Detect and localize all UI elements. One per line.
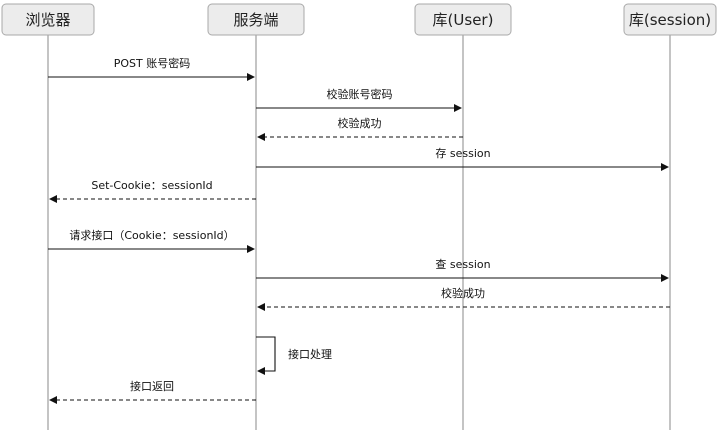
message-1: POST 账号密码 xyxy=(48,56,255,81)
arrowhead-icon xyxy=(257,133,265,141)
arrowhead-icon xyxy=(454,104,462,112)
participants: 浏览器 服务端 库(User) 库(session) xyxy=(1,3,717,36)
participant-box xyxy=(623,3,717,36)
message-label: 请求接口（Cookie：sessionId） xyxy=(69,229,234,242)
message-10: 接口返回 xyxy=(49,380,256,404)
message-label: 存 session xyxy=(435,146,490,160)
message-label: Set-Cookie：sessionId xyxy=(91,179,212,192)
lifelines xyxy=(47,35,671,430)
message-label: 校验成功 xyxy=(441,286,485,300)
message-label: 校验成功 xyxy=(338,116,382,130)
participant-browser: 浏览器 xyxy=(1,3,95,36)
participant-label: 库(User) xyxy=(433,11,494,29)
participant-label: 库(session) xyxy=(629,11,711,29)
participant-box xyxy=(414,3,512,36)
message-5: Set-Cookie：sessionId xyxy=(49,179,256,203)
arrowhead-icon xyxy=(661,163,669,171)
participant-label: 浏览器 xyxy=(25,11,70,29)
arrowhead-icon xyxy=(49,195,57,203)
participant-user_db: 库(User) xyxy=(414,3,512,36)
message-2: 校验账号密码 xyxy=(256,87,462,112)
participant-box xyxy=(1,3,95,36)
arrowhead-icon xyxy=(257,303,265,311)
arrowhead-icon xyxy=(49,396,57,404)
arrowhead-icon xyxy=(247,245,255,253)
participant-session_db: 库(session) xyxy=(623,3,717,36)
arrowhead-icon xyxy=(257,367,265,375)
message-label: 接口返回 xyxy=(130,380,174,393)
message-3: 校验成功 xyxy=(257,116,463,141)
message-4: 存 session xyxy=(256,146,669,171)
message-label: 接口处理 xyxy=(288,348,332,361)
message-label: 查 session xyxy=(435,257,490,271)
message-label: 校验账号密码 xyxy=(327,87,393,101)
participant-box xyxy=(207,3,305,36)
participant-label: 服务端 xyxy=(233,11,278,29)
message-line xyxy=(256,336,276,372)
message-7: 查 session xyxy=(256,257,669,282)
participant-server: 服务端 xyxy=(207,3,305,36)
message-8: 校验成功 xyxy=(257,286,670,311)
message-6: 请求接口（Cookie：sessionId） xyxy=(48,229,255,253)
arrowhead-icon xyxy=(247,73,255,81)
message-9: 接口处理 xyxy=(256,336,332,375)
message-label: POST 账号密码 xyxy=(114,56,191,70)
arrowhead-icon xyxy=(661,274,669,282)
